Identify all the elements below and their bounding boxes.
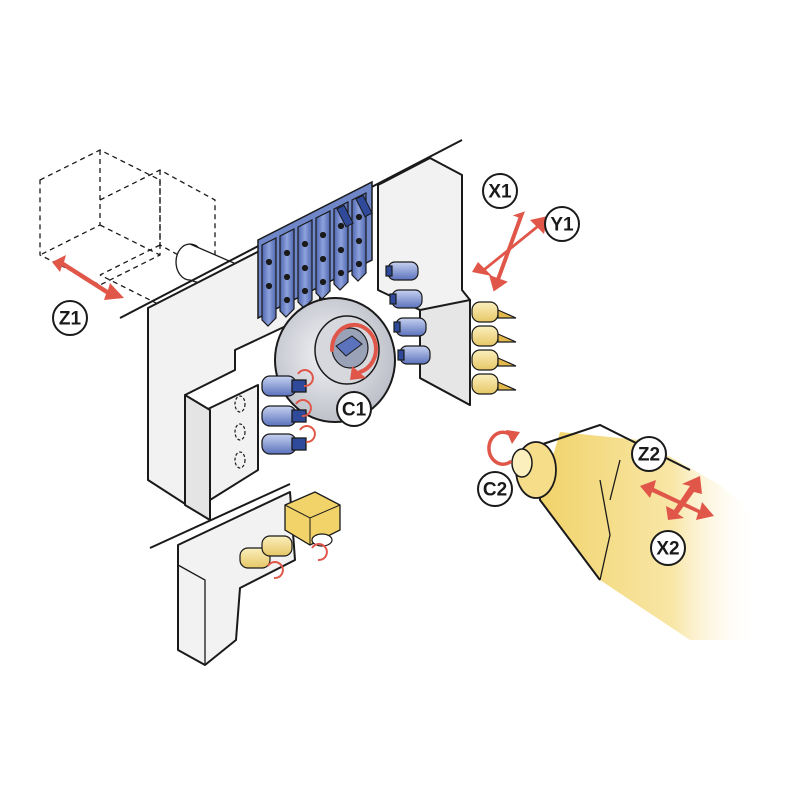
- label-c2: C2: [477, 471, 513, 507]
- frame-holes: [234, 395, 246, 469]
- motor-outline: [39, 149, 216, 306]
- label-z2-text: Z2: [638, 445, 660, 466]
- small-rotation-arrows: [267, 369, 328, 580]
- c2-rotation-arrow: [487, 430, 514, 466]
- label-y1: Y1: [544, 206, 580, 242]
- z2-x2-axis-arrows: [640, 476, 714, 520]
- label-x2-text: X2: [656, 539, 679, 560]
- main-spindle: [274, 297, 396, 423]
- x1-y1-axis-arrows: [472, 211, 548, 292]
- label-c1-text: C1: [342, 400, 367, 421]
- gang-tool-bars: [257, 180, 373, 327]
- label-x2: X2: [650, 530, 686, 566]
- c1-rotation-arrow: [329, 322, 378, 374]
- left-frame-side: [184, 394, 211, 521]
- label-c2-text: C2: [483, 480, 507, 501]
- column-tools-blue: [385, 261, 431, 365]
- back-tool-post: [149, 483, 341, 666]
- label-x1-text: X1: [488, 182, 512, 203]
- column-tools-gold: [471, 301, 517, 395]
- label-z1-text: Z1: [59, 309, 82, 330]
- sub-spindle: [511, 423, 760, 640]
- left-tool-holders: [261, 375, 307, 455]
- label-z2: Z2: [631, 436, 667, 472]
- z1-axis-arrow: [52, 255, 124, 300]
- label-y1-text: Y1: [550, 215, 574, 236]
- c1-rotation-head: [350, 366, 366, 380]
- label-x1: X1: [482, 173, 518, 209]
- c2-rotation-head: [506, 430, 520, 444]
- label-c1: C1: [336, 391, 372, 427]
- label-z1: Z1: [52, 300, 88, 336]
